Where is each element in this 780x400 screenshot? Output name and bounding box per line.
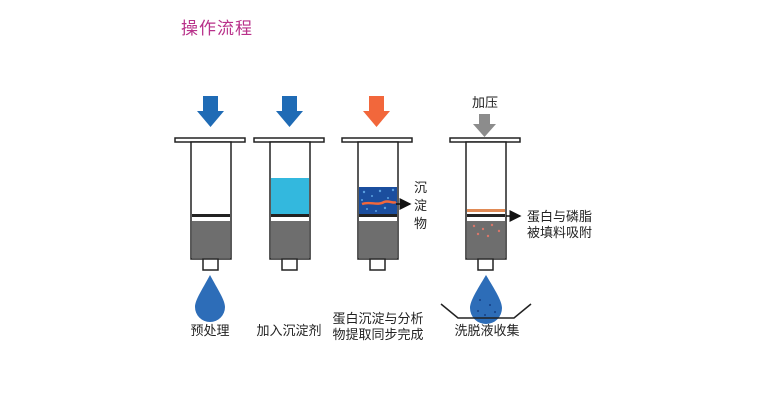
- step-3-syringe: [341, 137, 413, 271]
- step-3-label-line-2: 物提取同步完成: [332, 328, 424, 343]
- step-4-gray-arrow-icon: [473, 114, 496, 137]
- step-3-orange-arrow-icon: [363, 96, 390, 127]
- step-3-precipitate-label: 沉淀物: [414, 181, 428, 232]
- step-2-label: 加入沉淀剂: [256, 324, 322, 339]
- step-3-packing: [359, 221, 397, 258]
- step-2-syringe: [253, 137, 325, 271]
- step-2-packing: [271, 221, 309, 258]
- step-1-drop-icon: [195, 275, 225, 322]
- step-2-group: [253, 96, 325, 271]
- step-4-collection-tray: [440, 303, 532, 319]
- step-2-liquid: [271, 178, 309, 214]
- step-2-blue-arrow-icon: [276, 96, 303, 127]
- step-3-precipitate-specks: [361, 188, 395, 212]
- step-3-group: [341, 96, 413, 271]
- step-3-precipitate: [359, 187, 397, 214]
- step-4-group: [440, 114, 532, 324]
- step-1-syringe: [174, 137, 246, 271]
- page-title: 操作流程: [181, 19, 253, 39]
- step-4-drop-icon: [470, 275, 502, 324]
- step-1-label: 预处理: [190, 324, 230, 339]
- step-3-label-line-1: 蛋白沉淀与分析: [332, 312, 424, 327]
- step-1-packing: [192, 221, 230, 258]
- step-4-syringe: [449, 137, 521, 271]
- step-4-pressure-label: 加压: [471, 96, 499, 111]
- step-4-label: 洗脱液收集: [454, 324, 520, 339]
- step-1-blue-arrow-icon: [197, 96, 224, 127]
- step-4-side-label-line-2: 被填料吸附: [527, 226, 593, 241]
- step-1-group: [174, 96, 246, 322]
- step-4-side-label-line-1: 蛋白与磷脂: [527, 210, 593, 225]
- step-4-packing: [467, 221, 505, 258]
